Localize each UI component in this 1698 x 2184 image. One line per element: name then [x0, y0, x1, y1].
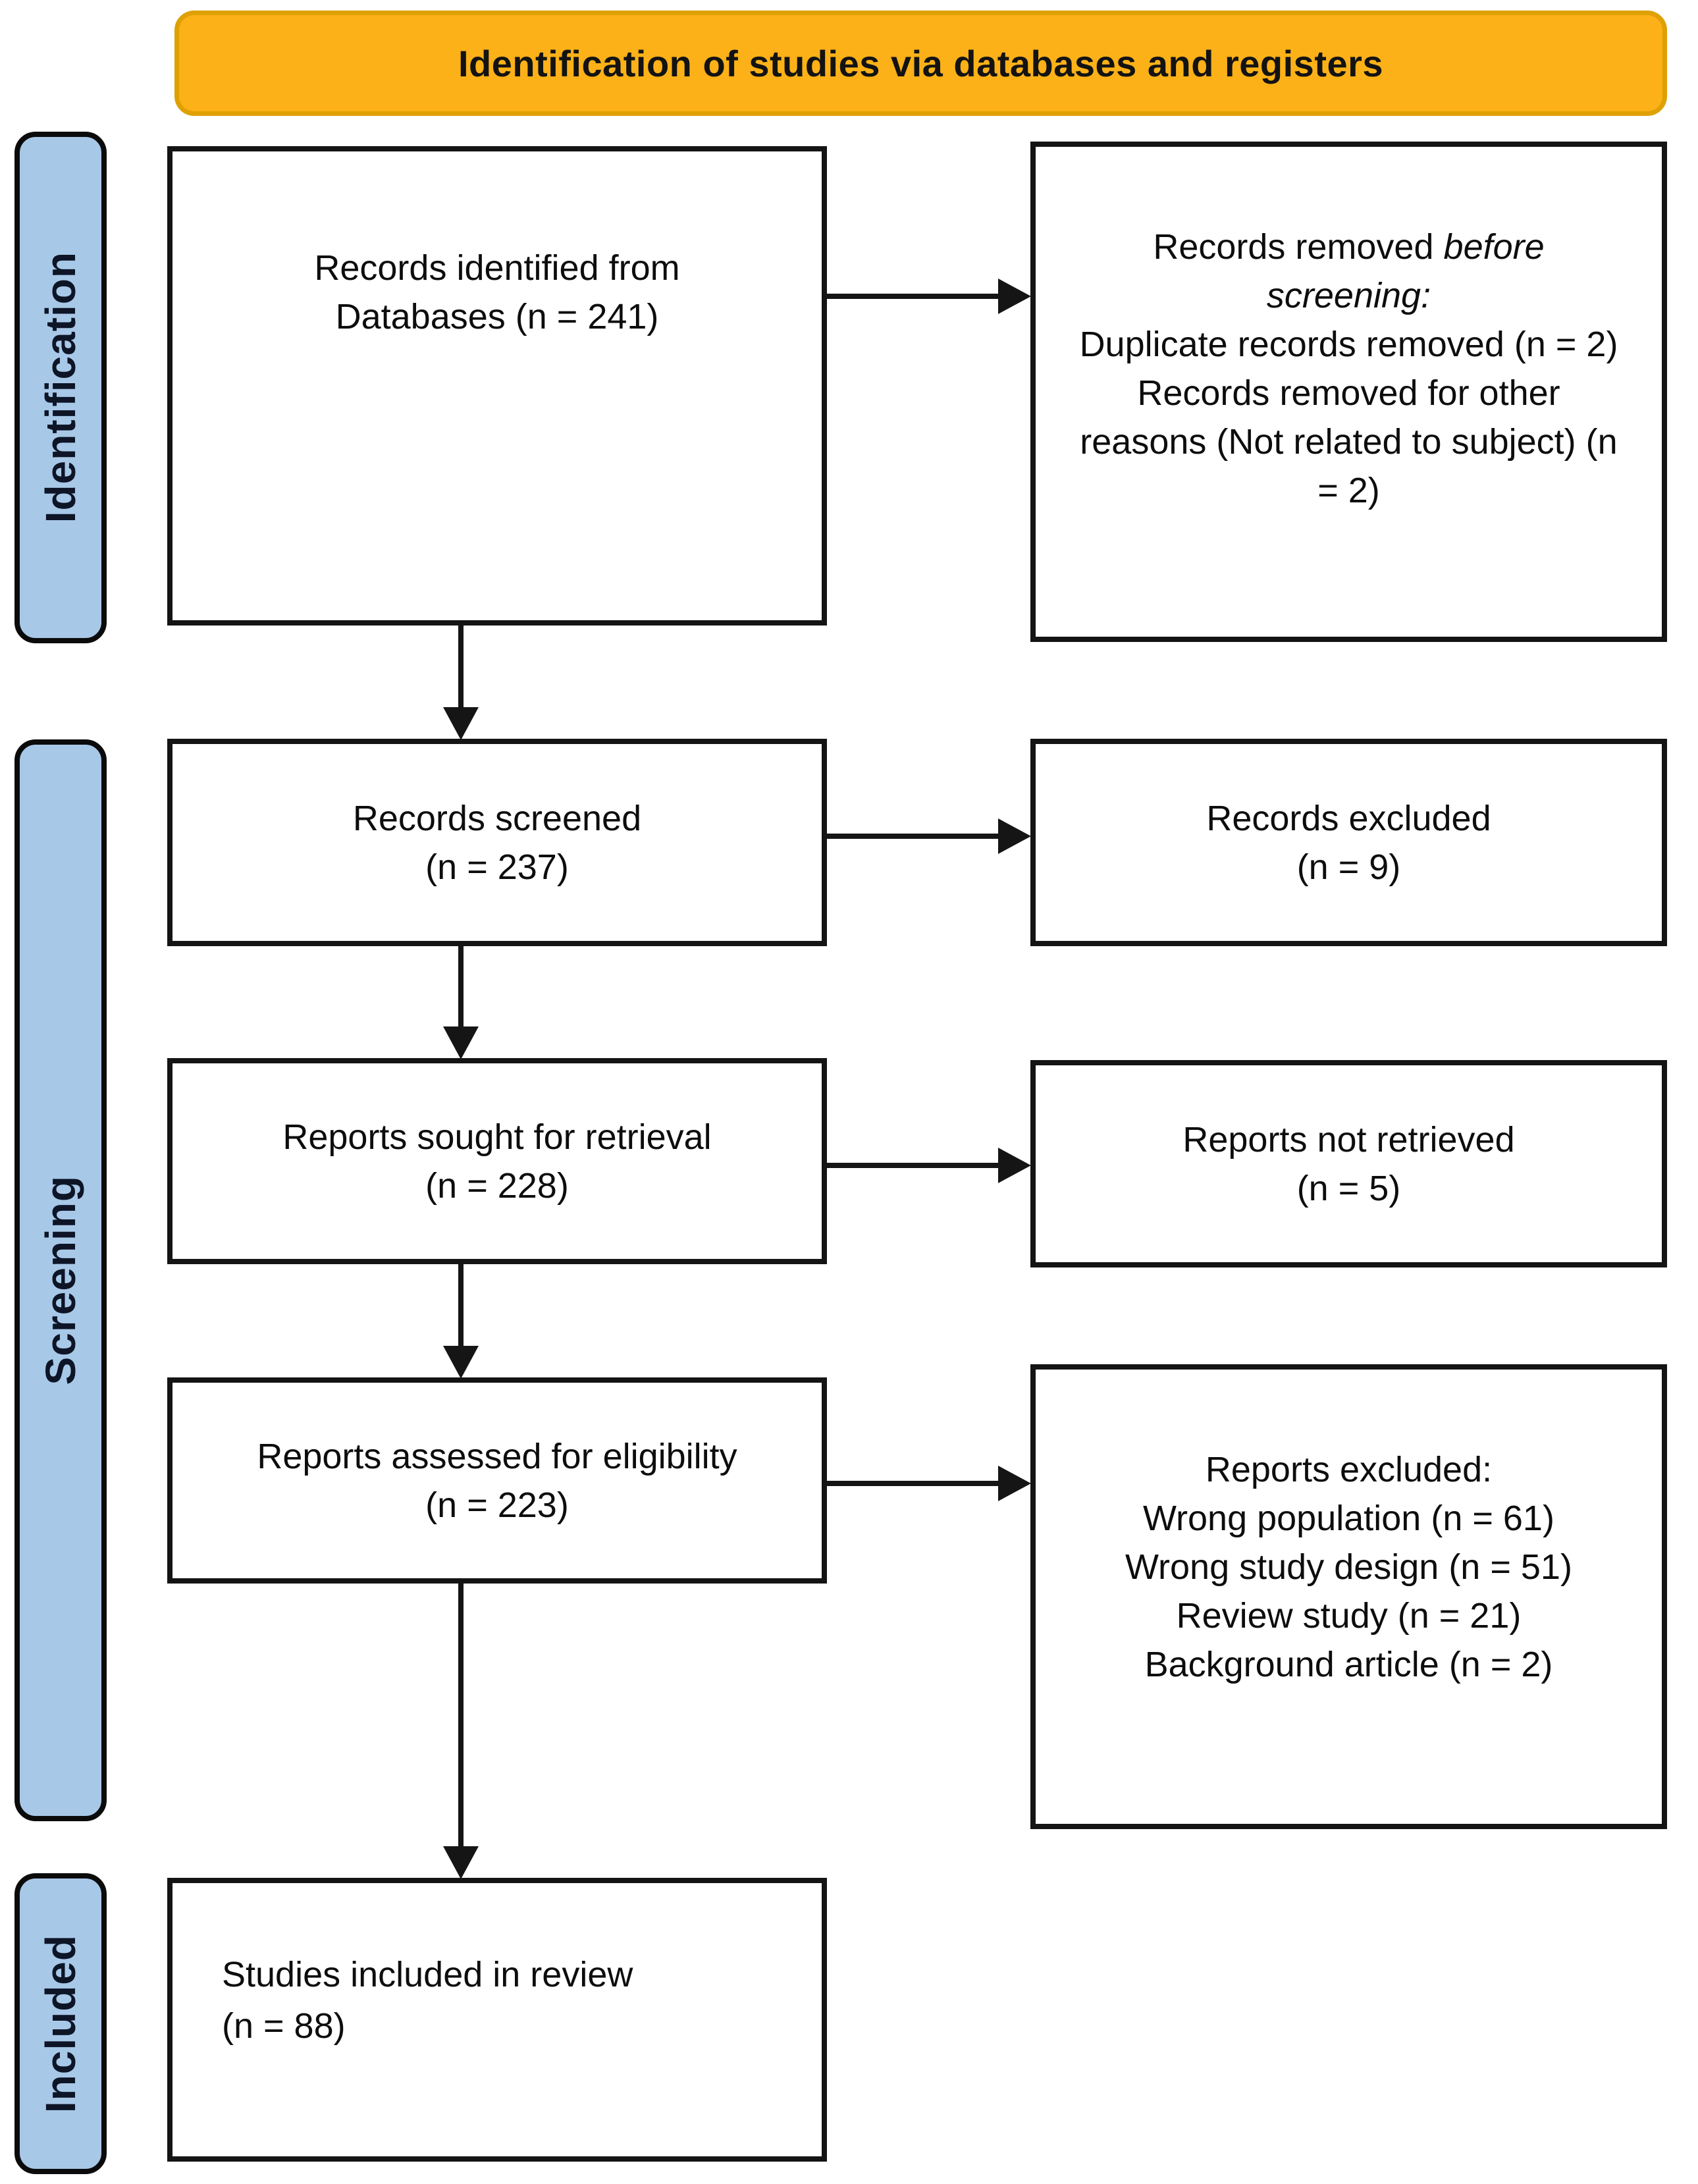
records-identified-line2: Databases (n = 241) — [335, 297, 659, 336]
box-records-removed: Records removed before screening: Duplic… — [1030, 142, 1667, 642]
records-removed-item1: Duplicate records removed (n = 2) — [1079, 325, 1618, 364]
box-reports-assessed: Reports assessed for eligibility (n = 22… — [167, 1377, 827, 1584]
stage-label-included: Included — [14, 1873, 107, 2174]
records-screened-line2: (n = 237) — [425, 847, 569, 887]
arrow-screened-to-sought-line — [458, 946, 464, 1028]
arrow-down-icon — [443, 707, 479, 740]
records-identified-line1: Records identified from — [314, 248, 680, 288]
diagram-title: Identification of studies via databases … — [458, 42, 1384, 84]
reports-sought-line2: (n = 228) — [425, 1165, 569, 1206]
records-removed-item2: Records removed for other reasons (Not r… — [1080, 373, 1618, 510]
box-reports-excluded: Reports excluded: Wrong population (n = … — [1030, 1364, 1667, 1829]
arrow-down-icon — [443, 1846, 479, 1879]
reports-excluded-title: Reports excluded: — [1205, 1450, 1493, 1489]
stage-label-screening-text: Screening — [37, 1175, 84, 1385]
arrow-down-icon — [443, 1346, 479, 1379]
arrow-screened-to-excluded-line — [827, 834, 999, 839]
records-removed-lead-italic: before screening: — [1266, 227, 1545, 315]
reports-assessed-line1: Reports assessed for eligibility — [257, 1436, 737, 1476]
studies-included-line2: (n = 88) — [222, 2006, 346, 2046]
reports-excluded-item4: Background article (n = 2) — [1144, 1645, 1553, 1684]
box-records-excluded: Records excluded (n = 9) — [1030, 739, 1667, 946]
box-reports-sought: Reports sought for retrieval (n = 228) — [167, 1058, 827, 1264]
records-screened-line1: Records screened — [352, 798, 642, 838]
arrow-assessed-to-included-line — [458, 1584, 464, 1848]
studies-included-line1: Studies included in review — [222, 1955, 633, 1994]
box-records-identified: Records identified from Databases (n = 2… — [167, 146, 827, 626]
stage-label-identification: Identification — [14, 132, 107, 643]
arrow-assessed-to-excluded-line — [827, 1481, 999, 1486]
arrow-right-icon — [998, 279, 1031, 314]
box-reports-not-retrieved: Reports not retrieved (n = 5) — [1030, 1060, 1667, 1267]
reports-excluded-item1: Wrong population (n = 61) — [1143, 1499, 1554, 1538]
reports-excluded-item2: Wrong study design (n = 51) — [1125, 1547, 1572, 1587]
reports-not-retrieved-line2: (n = 5) — [1296, 1168, 1401, 1208]
records-removed-heading: Records removed before screening: — [1072, 223, 1626, 320]
reports-sought-line1: Reports sought for retrieval — [282, 1117, 712, 1157]
diagram-title-banner: Identification of studies via databases … — [174, 11, 1667, 116]
reports-assessed-line2: (n = 223) — [425, 1485, 569, 1525]
arrow-down-icon — [443, 1026, 479, 1059]
records-removed-lead: Records removed — [1153, 227, 1434, 267]
box-studies-included: Studies included in review (n = 88) — [167, 1878, 827, 2162]
stage-label-screening: Screening — [14, 739, 107, 1821]
stage-label-identification-text: Identification — [37, 252, 84, 523]
arrow-right-icon — [998, 1466, 1031, 1501]
arrow-identified-to-screened-line — [458, 626, 464, 708]
stage-label-included-text: Included — [37, 1934, 84, 2114]
arrow-sought-to-assessed-line — [458, 1264, 464, 1347]
box-records-screened: Records screened (n = 237) — [167, 739, 827, 946]
arrow-identified-to-removed-line — [827, 294, 999, 299]
records-excluded-line2: (n = 9) — [1296, 847, 1401, 887]
arrow-sought-to-not-retrieved-line — [827, 1163, 999, 1168]
reports-not-retrieved-line1: Reports not retrieved — [1182, 1119, 1515, 1159]
arrow-right-icon — [998, 818, 1031, 854]
arrow-right-icon — [998, 1148, 1031, 1183]
reports-excluded-item3: Review study (n = 21) — [1176, 1596, 1522, 1636]
records-excluded-line1: Records excluded — [1206, 798, 1491, 838]
